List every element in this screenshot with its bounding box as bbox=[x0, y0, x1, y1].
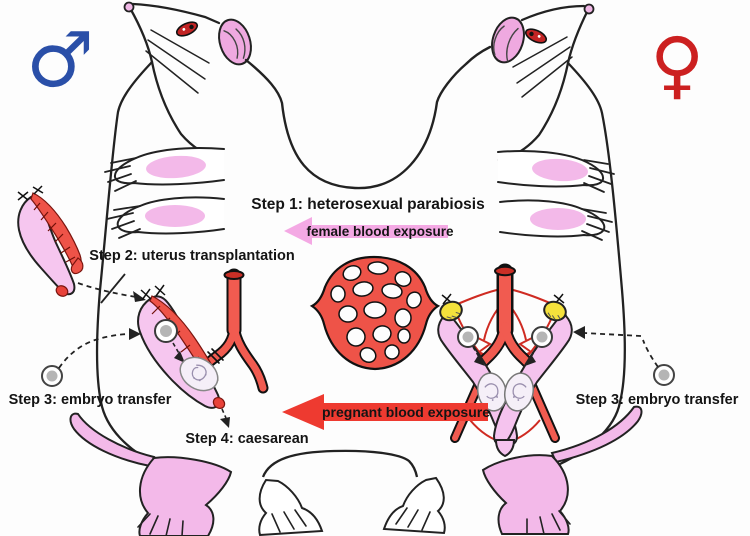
female-rat-nose bbox=[583, 3, 595, 15]
suture-marks bbox=[140, 284, 166, 301]
vascular-anastomosis-network bbox=[309, 255, 441, 371]
aorta-graft-vessel bbox=[202, 268, 269, 394]
pregnant-blood-arrow: pregnant blood exposure bbox=[282, 394, 490, 430]
step1-label: Step 1: heterosexual parabiosis bbox=[251, 196, 484, 213]
male-symbol-icon: ♂ bbox=[26, 15, 94, 104]
parabiosis-junction-line bbox=[244, 45, 492, 190]
anastomosis-mark bbox=[207, 348, 224, 364]
male-rat-tail bbox=[69, 412, 156, 468]
male-rat-ear bbox=[218, 18, 252, 66]
ovary-left bbox=[439, 300, 463, 322]
female-rat-inner-foot bbox=[382, 476, 446, 535]
embryo-transfer-right bbox=[573, 326, 675, 386]
male-rat-nose bbox=[123, 1, 135, 13]
male-rat-inner-foot bbox=[258, 478, 324, 536]
ovary-right bbox=[543, 300, 567, 322]
female-rat-eye bbox=[524, 28, 548, 44]
female-rat-head-top bbox=[520, 4, 586, 22]
female-rat-hind-leg bbox=[481, 454, 571, 535]
excised-uterus bbox=[17, 185, 84, 297]
male-rat-front-paws bbox=[104, 147, 225, 239]
cervix bbox=[494, 439, 516, 458]
female-blood-arrow-label: female blood exposure bbox=[306, 224, 454, 239]
step3-left-label: Step 3: embryo transfer bbox=[9, 392, 172, 408]
fetus bbox=[503, 372, 535, 412]
suture-marks bbox=[17, 185, 44, 201]
step4-label: Step 4: caesarean bbox=[185, 431, 308, 447]
conjoined-rear-outline bbox=[261, 449, 419, 478]
female-rat bbox=[382, 3, 643, 535]
male-rat-eye bbox=[175, 21, 199, 37]
embryo-transfer-left bbox=[41, 328, 141, 387]
transplanted-uterus bbox=[137, 284, 230, 428]
male-rat-head-top bbox=[131, 2, 221, 25]
fetus bbox=[179, 356, 219, 392]
male-rat-hind-leg bbox=[137, 456, 233, 536]
female-rat-ear bbox=[491, 16, 525, 64]
female-rat-body-right-edge bbox=[558, 61, 626, 466]
male-rat-whiskers bbox=[145, 29, 210, 94]
female-symbol-icon: ♀ bbox=[650, 22, 704, 108]
step2-label: Step 2: uterus transplantation bbox=[89, 248, 294, 264]
female-rat-front-paws bbox=[497, 150, 615, 241]
female-rat-whiskers bbox=[512, 36, 573, 98]
female-blood-arrow: female blood exposure bbox=[284, 217, 454, 245]
cut-mark bbox=[100, 273, 126, 304]
male-rat bbox=[69, 1, 492, 536]
step3-right-label: Step 3: embryo transfer bbox=[576, 392, 739, 408]
female-rat-tail bbox=[550, 405, 643, 464]
pregnant-blood-arrow-label: pregnant blood exposure bbox=[322, 404, 490, 420]
